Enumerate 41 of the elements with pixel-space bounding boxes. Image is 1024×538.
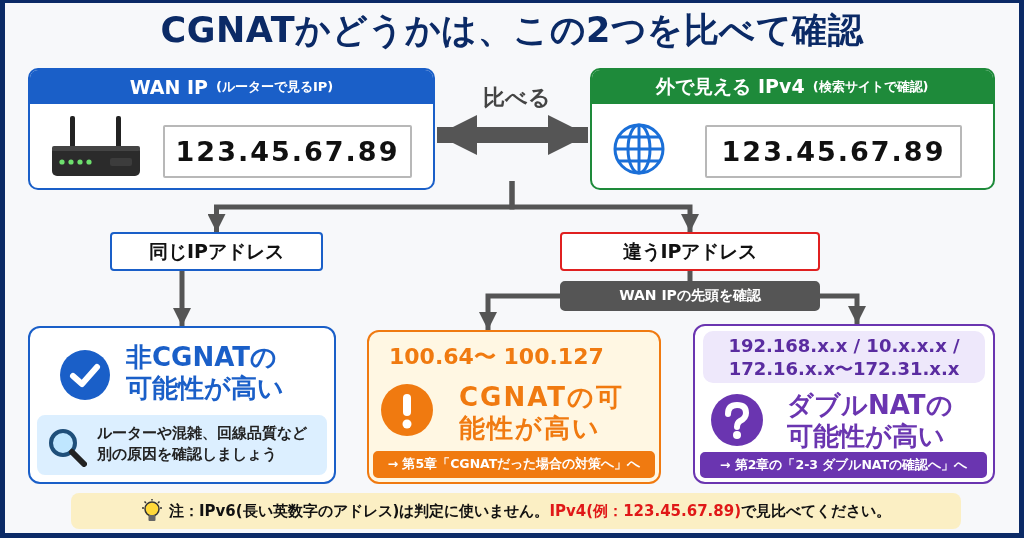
- note-text: IPv4(例：123.45.67.89): [549, 501, 741, 521]
- hint-text: ルーターや混雑、回線品質など別の原因を確認しましょう: [97, 424, 308, 464]
- outcome-card: [28, 326, 336, 484]
- ip-address-text: 123.45.67.89: [720, 135, 947, 169]
- link-text: → 第2章の「2-3 ダブルNATの確認へ」へ: [718, 455, 969, 474]
- panel-title: 外で見える IPv4: [656, 74, 805, 99]
- arrow: [479, 293, 560, 330]
- result-label: 同じIPアドレス: [148, 238, 285, 264]
- chapter-link: [373, 451, 655, 478]
- result-box: [110, 232, 323, 271]
- ip-address-field: [705, 125, 962, 178]
- wan-ip-panel: [28, 68, 435, 190]
- ip-address-text: 123.45.67.89: [174, 135, 401, 169]
- arrow: [173, 271, 191, 326]
- arrow: [437, 115, 588, 155]
- outcome-card: [693, 324, 995, 484]
- result-label: 違うIPアドレス: [621, 238, 759, 264]
- address-range-panel: [703, 331, 985, 383]
- result-box: [560, 232, 820, 271]
- outcome-card: [367, 330, 661, 484]
- outcome-heading: CGNATの可能性が高い: [459, 382, 626, 445]
- address-range-text: 100.64〜 100.127: [389, 344, 605, 371]
- chapter-link: [700, 452, 987, 478]
- note-text: 注：IPv6(長い英数字のアドレス)は判定に使いません。: [168, 501, 550, 521]
- address-range-text: 192.168.x.x / 10.x.x.x / 172.16.x.x〜172.31.x.x: [727, 333, 961, 381]
- panel-title: WAN IP: [129, 76, 209, 98]
- hint-panel: [37, 415, 327, 475]
- external-ip-panel: [590, 68, 995, 190]
- diagram-title: CGNATかどうかは、この2つを比べて確認: [159, 9, 865, 52]
- arrow: [820, 293, 866, 324]
- outcome-heading: ダブルNATの可能性が高い: [787, 390, 954, 453]
- note-text: で見比べてください。: [741, 501, 891, 521]
- step-label: WAN IPの先頭を確認: [618, 286, 762, 305]
- panel-subtitle: (ルーターで見るIP): [216, 78, 334, 96]
- check-step-bar: [560, 281, 820, 311]
- connector-line: [687, 271, 693, 281]
- panel-subtitle: (検索サイトで確認): [812, 78, 929, 96]
- ip-address-field: [163, 125, 412, 178]
- arrow: [509, 181, 699, 232]
- outcome-heading: 非CGNATの可能性が高い: [126, 342, 285, 405]
- link-text: → 第5章「CGNATだった場合の対策へ」へ: [386, 455, 642, 473]
